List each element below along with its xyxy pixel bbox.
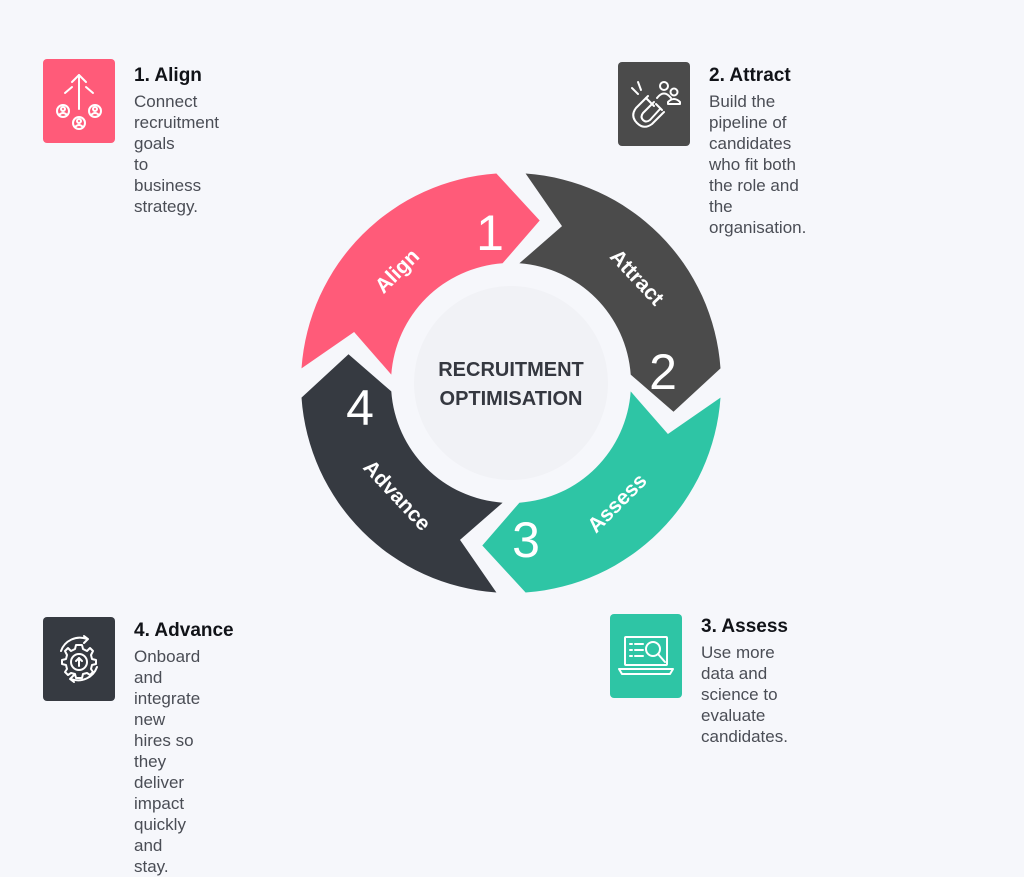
step-description-align: Connect recruitment goals to business st…	[134, 92, 220, 216]
center-title-line1: RECRUITMENT	[438, 359, 584, 381]
step-title-assess: 3. Assess	[701, 616, 788, 637]
segment-align	[301, 173, 540, 375]
segment-number-1: 1	[476, 205, 504, 261]
magnet-people-icon	[631, 81, 681, 128]
step-title-advance: 4. Advance	[134, 620, 234, 641]
step-icon-box-align	[43, 59, 115, 143]
segment-number-2: 2	[649, 344, 677, 400]
people-growth-arrow-icon	[56, 74, 102, 130]
segment-advance	[301, 354, 503, 593]
cycle-diagram: RECRUITMENT OPTIMISATION Align Attract A…	[301, 173, 721, 593]
laptop-search-icon	[618, 636, 674, 675]
step-description-attract: Build the pipeline of candidates who fit…	[709, 92, 807, 237]
center-title-line2: OPTIMISATION	[440, 388, 583, 410]
segment-number-4: 4	[346, 380, 374, 436]
step-title-attract: 2. Attract	[709, 65, 791, 86]
step-title-align: 1. Align	[134, 65, 202, 86]
segment-attract	[519, 173, 721, 412]
step-description-advance: Onboard and integrate new hires so they …	[134, 647, 201, 876]
step-description-assess: Use more data and science to evaluate ca…	[701, 643, 788, 746]
step-icon-box-attract	[618, 62, 690, 146]
center-circle	[414, 286, 608, 480]
segment-number-3: 3	[512, 512, 540, 568]
step-icon-box-advance	[43, 617, 115, 701]
step-icon-box-assess	[610, 614, 682, 698]
gear-upload-icon	[60, 635, 98, 683]
segment-assess	[482, 391, 721, 593]
